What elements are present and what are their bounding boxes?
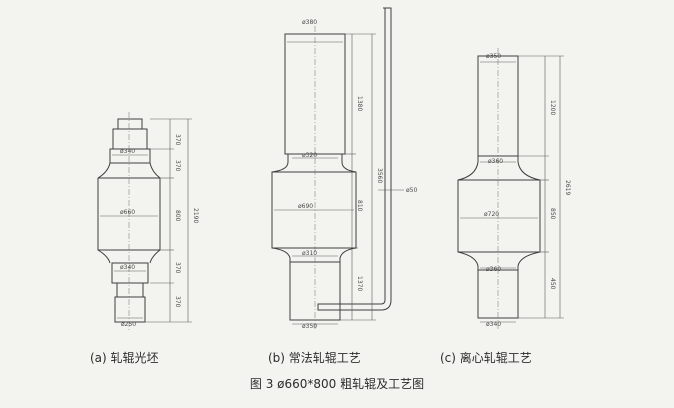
caption-a: (a) 轧辊光坯 <box>90 351 159 365</box>
panel-a-roll-blank: 370 370 800 370 370 2190 ø660 ø340 ø340 … <box>97 112 199 330</box>
b-dim-top-dia: ø380 <box>302 19 317 26</box>
a-top-neck <box>109 148 151 164</box>
c-left-profile <box>457 156 479 270</box>
b-dim-neck-dia: ø320 <box>302 152 317 159</box>
c-dim-bottom-len: 450 <box>549 278 556 290</box>
c-right-profile <box>517 156 541 270</box>
a-dim-total-len: 2190 <box>192 208 199 223</box>
a-top-end <box>117 118 143 130</box>
a-dim-barrel-len: 800 <box>174 210 181 222</box>
b-dim-top-len: 1380 <box>356 96 363 111</box>
a-dim-end-dia: ø250 <box>121 321 136 328</box>
b-dim-bottom-neck-dia: ø310 <box>302 250 317 257</box>
caption-c: (c) 离心轧辊工艺 <box>440 351 532 365</box>
c-dim-top-len: 1200 <box>549 100 556 115</box>
a-dim-top-len: 370 <box>174 134 181 146</box>
a-dim-neck-dia: ø340 <box>120 148 135 155</box>
a-dim-neck-len: 370 <box>174 160 181 172</box>
figure-title: 图 3 ø660*800 粗轧辊及工艺图 <box>249 377 425 391</box>
c-dim-neck-dia: ø360 <box>488 158 503 165</box>
b-dim-bottom-len: 1370 <box>356 276 363 291</box>
b-dim-barrel-dia: ø690 <box>298 203 313 210</box>
c-dim-total-len: 2619 <box>564 180 571 195</box>
a-barrel-left-fillet <box>97 162 111 264</box>
panel-c-centrifugal-process: ø350 1200 ø360 ø720 850 2619 ø360 450 ø3… <box>457 48 571 330</box>
a-bottom-journal <box>116 282 144 298</box>
a-top-journal <box>112 128 148 150</box>
c-dim-bottom-dia: ø360 <box>486 266 501 273</box>
a-dim-bottom-neck-len: 370 <box>174 262 181 274</box>
a-dim-barrel-dia: ø660 <box>120 209 135 216</box>
panel-b-conventional-process: ø380 1380 3560 810 1370 ø320 ø690 ø310 ø… <box>271 7 417 330</box>
b-left-profile <box>271 154 291 262</box>
a-barrel-right-fillet <box>149 162 161 264</box>
b-dim-pipe-dia: ø50 <box>406 187 417 194</box>
caption-b: (b) 常法轧辊工艺 <box>268 351 361 365</box>
b-dim-barrel-len: 810 <box>356 200 363 212</box>
b-right-profile <box>339 154 357 262</box>
c-dim-end-dia: ø340 <box>486 321 501 328</box>
c-dim-top-dia: ø350 <box>486 53 501 60</box>
a-dim-bottom-neck-dia: ø340 <box>120 264 135 271</box>
panel-captions: (a) 轧辊光坯 (b) 常法轧辊工艺 (c) 离心轧辊工艺 <box>0 349 674 369</box>
b-dim-end-dia: ø350 <box>302 323 317 330</box>
b-pouring-pipe <box>317 7 392 311</box>
b-dim-total-len: 3560 <box>376 168 383 183</box>
c-dim-barrel-dia: ø720 <box>484 211 499 218</box>
a-bottom-end <box>114 296 146 323</box>
a-dim-bottom-len: 370 <box>174 296 181 308</box>
c-dim-barrel-len: 850 <box>549 208 556 220</box>
